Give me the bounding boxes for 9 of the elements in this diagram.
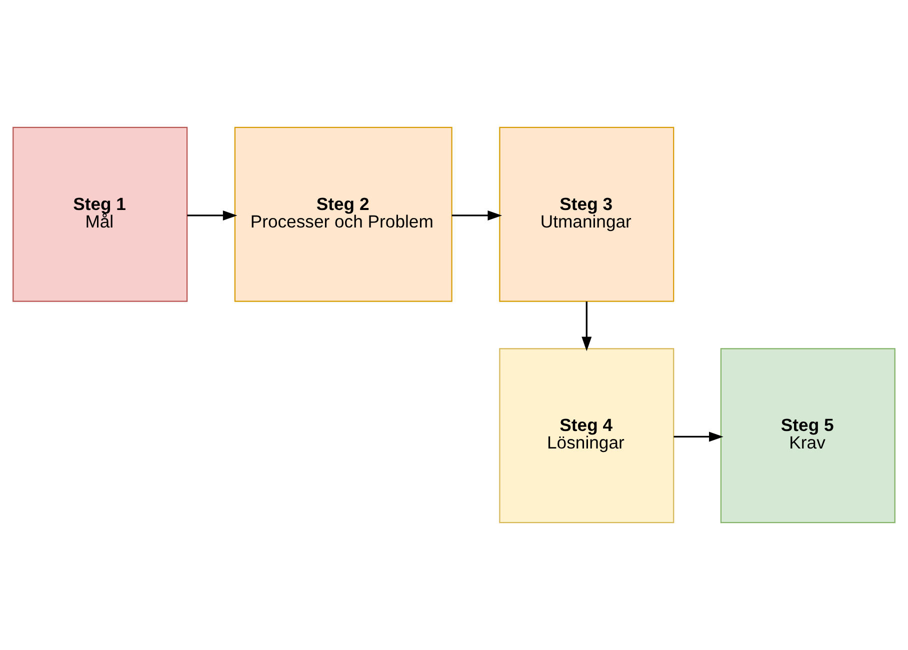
node-box: Steg 1 Mål (12, 126, 188, 302)
node-box: Steg 3 Utmaningar (499, 126, 674, 302)
arrow (452, 210, 502, 220)
node-box: Steg 2 Processer och Problem (234, 126, 452, 302)
node-box: Steg 4 Lösningar (499, 348, 674, 524)
arrow (674, 432, 724, 442)
node-box: Steg 5 Krav (720, 348, 896, 524)
arrow (187, 210, 238, 220)
arrow (582, 302, 592, 352)
